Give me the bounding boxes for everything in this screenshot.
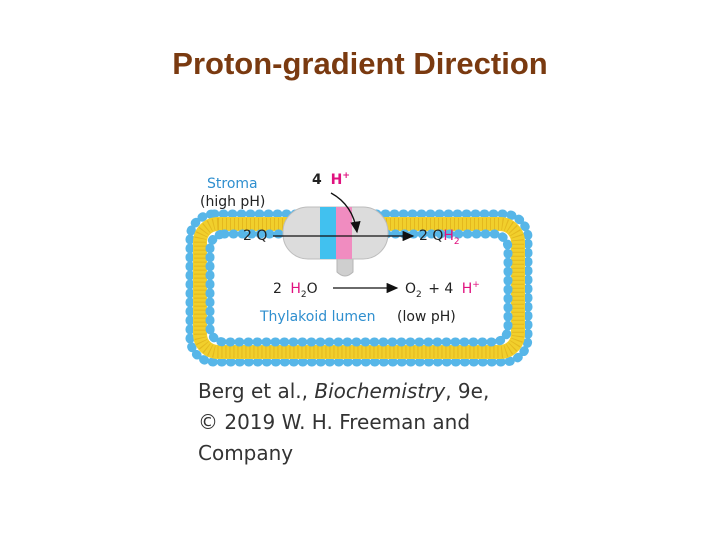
slide-title: Proton-gradient Direction bbox=[172, 46, 548, 81]
water-o: O bbox=[307, 281, 318, 297]
citation-edition: , 9e, bbox=[445, 379, 490, 403]
thylakoid-membrane-diagram: Stroma (high pH) 4 H+ 2 Q 2 QH2 2 H2O O2… bbox=[185, 171, 533, 367]
proton-transfer-arrow bbox=[330, 192, 361, 234]
water-h: H bbox=[290, 281, 301, 297]
oxygen-subscript: 2 bbox=[416, 290, 422, 300]
quinol-h: H bbox=[443, 228, 454, 244]
water-subscript: 2 bbox=[301, 290, 307, 300]
top-proton-label: 4 H+ bbox=[312, 171, 350, 188]
lumen-label: Thylakoid lumen bbox=[259, 309, 375, 325]
product-plus-coefficient: + 4 bbox=[428, 281, 453, 297]
quinol-right-label: 2 QH2 bbox=[419, 228, 460, 247]
product-proton-charge: + bbox=[472, 280, 480, 290]
oxygen-proton-label: O2 + 4 H+ bbox=[405, 280, 480, 301]
citation-line-2: © 2019 W. H. Freeman and bbox=[198, 410, 471, 434]
protein-complex bbox=[282, 206, 389, 277]
top-proton-h: H bbox=[331, 172, 343, 188]
stroma-ph-label: (high pH) bbox=[200, 194, 265, 210]
protein-cyan-band bbox=[320, 207, 336, 259]
citation-line-1: Berg et al., Biochemistry, 9e, bbox=[198, 376, 489, 407]
oxygen-o: O bbox=[405, 281, 416, 297]
water-label: 2 H2O bbox=[273, 281, 318, 300]
top-proton-coefficient: 4 bbox=[312, 172, 322, 188]
citation-journal: Biochemistry bbox=[314, 379, 446, 403]
citation: Berg et al., Biochemistry, 9e, © 2019 W.… bbox=[198, 376, 489, 469]
lumen-ph-label: (low pH) bbox=[397, 309, 456, 325]
water-coefficient: 2 bbox=[273, 281, 282, 297]
quinol-q: 2 Q bbox=[419, 228, 443, 244]
protein-pink-band bbox=[336, 207, 352, 259]
citation-author: Berg et al., bbox=[198, 379, 308, 403]
citation-line-3: Company bbox=[198, 441, 294, 465]
quinone-left-label: 2 Q bbox=[243, 228, 267, 244]
stroma-label: Stroma bbox=[207, 176, 258, 192]
top-proton-charge: + bbox=[342, 171, 350, 181]
product-proton-h: H bbox=[462, 281, 473, 297]
quinol-subscript: 2 bbox=[454, 237, 460, 247]
